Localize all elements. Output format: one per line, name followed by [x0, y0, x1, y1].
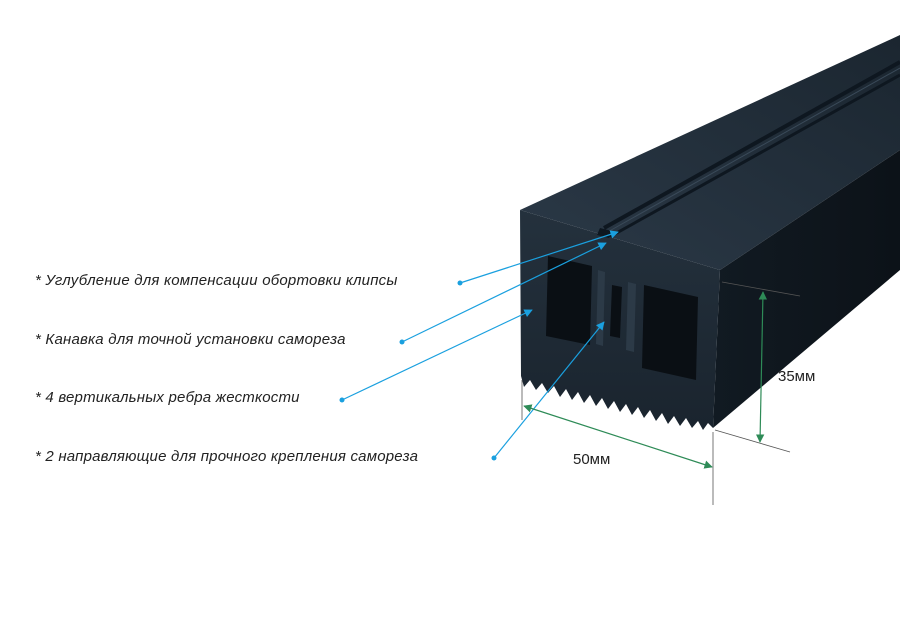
chamber-left — [546, 256, 592, 345]
chamber-middle-slot — [610, 285, 622, 338]
pointer-line-3 — [341, 309, 533, 401]
pointer-line-4 — [493, 321, 605, 459]
callout-screw-groove: * Канавка для точной установки самореза — [35, 331, 346, 348]
height-ext-top — [721, 281, 801, 297]
top-groove-1 — [603, 60, 900, 230]
width-dimension-line — [523, 404, 713, 469]
width-dimension-label: 50мм — [573, 451, 611, 468]
callout-screw-guides: * 2 направляющие для прочного крепления … — [35, 448, 419, 465]
chamber-right — [642, 285, 698, 380]
pointer-line-2 — [401, 242, 607, 343]
pointer-line-1 — [459, 230, 619, 284]
height-dimension-label: 35мм — [778, 368, 816, 385]
height-ext-bottom — [714, 429, 791, 453]
callout-vertical-ribs: * 4 вертикальных ребра жесткости — [35, 389, 300, 406]
profile-top-face — [520, 35, 900, 270]
top-groove-2 — [603, 73, 900, 242]
height-dimension-line — [755, 291, 768, 443]
callout-clip-recess: * Углубление для компенсации обортовки к… — [35, 272, 398, 289]
